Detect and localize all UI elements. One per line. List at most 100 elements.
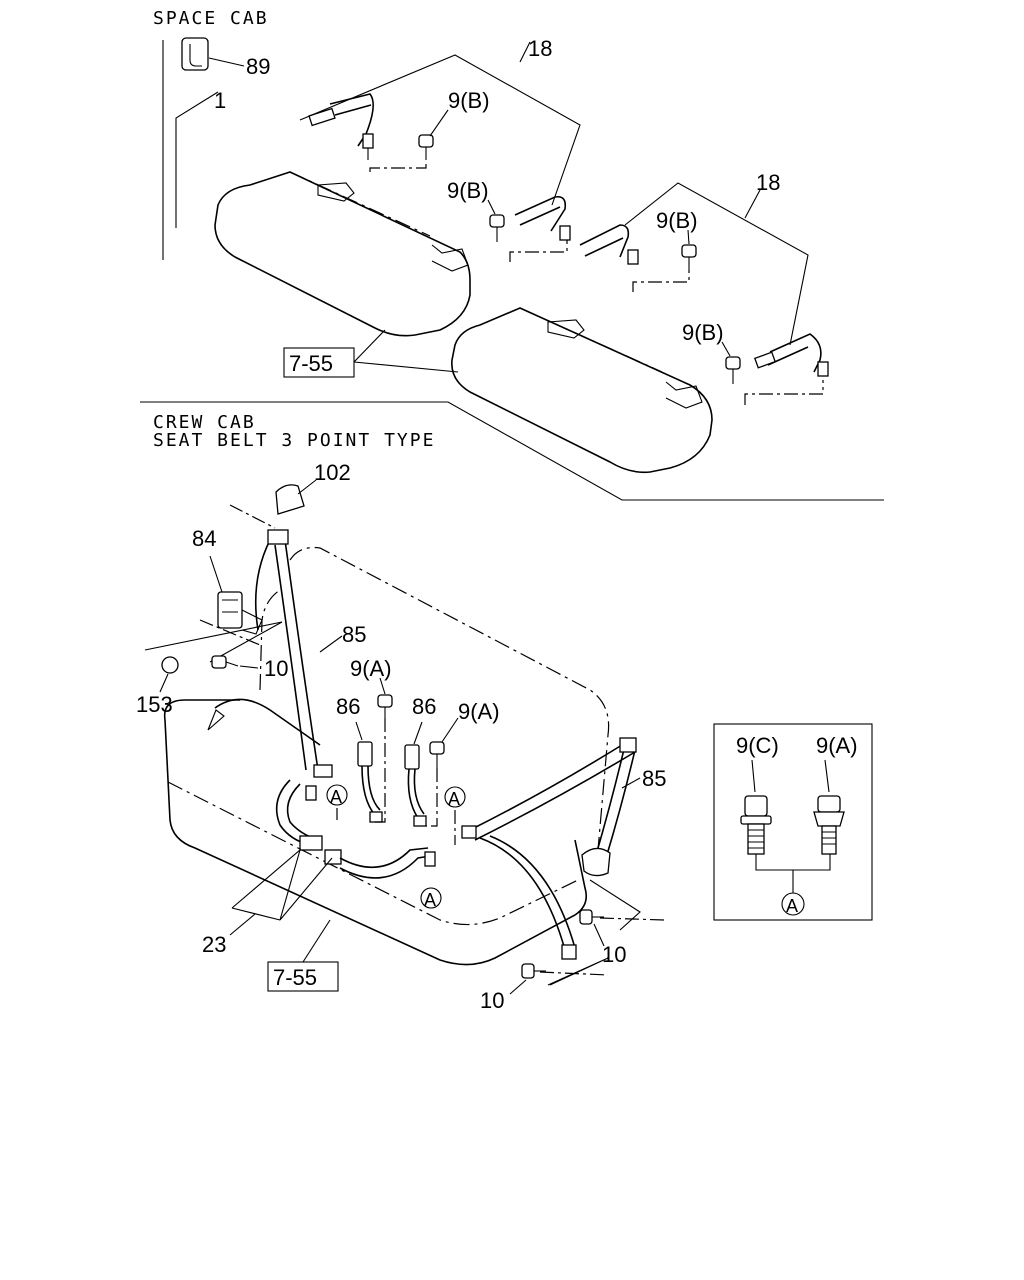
callout-9b-4: 9(B) <box>682 320 724 345</box>
bolt-9b-1 <box>418 134 434 160</box>
callout-leader-10-right-upper <box>593 923 605 947</box>
crew-lap-belt-center <box>275 779 436 879</box>
callout-84: 84 <box>192 526 216 551</box>
callout-leader-18-left-tick <box>519 41 531 63</box>
callout-86-left: 86 <box>336 694 360 719</box>
callout-10-left: 10 <box>264 656 288 681</box>
retractor-right-bracket <box>589 879 641 931</box>
callout-leader-18-right <box>624 182 809 346</box>
cap-dash-axis <box>229 504 276 529</box>
crew-belt-85-left <box>254 529 333 778</box>
inset-bolt-variants: 9(C) 9(A) A <box>713 723 873 921</box>
bolt-pair-dashline-2 <box>509 240 568 262</box>
ref-top-leader-b <box>353 361 459 373</box>
space-cab-belt-middle <box>514 195 571 241</box>
crew-cab-heading: CREW CAB <box>153 412 256 433</box>
part-86-buckle-left <box>357 741 383 823</box>
crew-cab-subheading: SEAT BELT 3 POINT TYPE <box>153 430 435 451</box>
callout-9b-2: 9(B) <box>447 178 489 203</box>
bolt-pair-dashline-1 <box>369 160 427 172</box>
part-86-buckle-right <box>404 744 427 827</box>
inset-leader-9c <box>751 759 756 793</box>
bolt-9a-1 <box>377 694 393 718</box>
bolt-9a-2 <box>429 741 445 768</box>
callout-leader-153 <box>159 673 169 693</box>
mark-a-1-text: A <box>330 787 342 807</box>
retractor-bracket-lines <box>144 621 283 663</box>
crew-belt-85-right <box>461 737 637 960</box>
callout-1: 1 <box>214 88 226 113</box>
inset-leader-9a <box>824 759 830 793</box>
callout-leader-86-left <box>355 721 363 741</box>
ref-7-55-bottom: 7-55 <box>273 965 317 990</box>
bolt-9b-2 <box>489 214 505 242</box>
callout-10-right-upper: 10 <box>602 942 626 967</box>
inset-bolt-9a <box>813 795 845 855</box>
callout-23: 23 <box>202 932 226 957</box>
part-84-retractor <box>217 591 263 635</box>
space-cab-belt-right-lower <box>753 333 829 377</box>
ref-top-leader-a <box>353 329 386 363</box>
callout-leader-18-left <box>299 54 581 206</box>
callout-leader-1 <box>175 91 219 228</box>
callout-leader-18-right-tick <box>744 189 761 219</box>
callout-leader-9b-4 <box>721 341 731 357</box>
crew-lap-belt-left <box>207 698 321 746</box>
callout-86-right: 86 <box>412 694 436 719</box>
inset-group-bracket <box>755 854 831 871</box>
callout-89: 89 <box>246 54 270 79</box>
callout-85-left: 85 <box>342 622 366 647</box>
ref-bottom-leader <box>302 919 331 963</box>
callout-18-right: 18 <box>756 170 780 195</box>
callout-leader-23-fan <box>231 848 333 921</box>
callout-9a-1: 9(A) <box>350 656 392 681</box>
bolt-right-upper-dash <box>599 917 666 921</box>
mark-a-2: A <box>444 786 466 809</box>
bolt-9b-4 <box>725 356 741 384</box>
part-89-clip <box>181 37 209 71</box>
inset-frame <box>713 723 873 921</box>
mark-a-2-text: A <box>448 789 460 809</box>
retractor-dash-axis <box>199 619 261 646</box>
inset-mark-a: A <box>786 896 798 916</box>
part-10-bolt-right-lower <box>521 963 546 979</box>
ref-7-55-top: 7-55 <box>289 351 333 376</box>
part-10-bolt-right-upper <box>579 909 604 925</box>
part-10-bolt-left <box>211 655 239 669</box>
callout-leader-9b-2 <box>487 199 496 215</box>
callout-leader-10-left <box>239 665 259 669</box>
callout-leader-84 <box>209 555 223 593</box>
space-cab-belt-right-upper <box>579 224 639 265</box>
bolt-right-lower-bracket <box>547 957 609 986</box>
bolt-pair-dashline-4 <box>744 380 824 405</box>
buckle-dashline-right <box>426 768 438 827</box>
callout-leader-9b-1 <box>429 109 449 137</box>
callout-leader-9b-3 <box>687 229 690 245</box>
callout-leader-10-right-lower <box>509 979 527 995</box>
callout-85-right: 85 <box>642 766 666 791</box>
bolt-pair-dashline-3 <box>632 270 690 292</box>
callout-leader-9a-2 <box>441 717 459 743</box>
buckle-dashline-left <box>375 718 386 823</box>
space-cab-heading: SPACE CAB <box>153 8 269 29</box>
callout-leader-9a-1 <box>379 677 386 695</box>
part-102-cap <box>275 484 305 515</box>
callout-leader-86-right <box>413 721 423 745</box>
callout-leader-85-right <box>621 777 641 789</box>
crew-cab-seat-cushion <box>163 699 588 966</box>
space-cab-seat-left <box>214 171 471 337</box>
callout-9b-1: 9(B) <box>448 88 490 113</box>
section-separator <box>140 401 884 501</box>
callout-102: 102 <box>314 460 351 485</box>
part-153-cap <box>161 656 179 674</box>
inset-bolt-9c <box>740 795 772 855</box>
space-cab-seat-right <box>451 307 713 474</box>
mark-a-3-text: A <box>424 890 436 910</box>
space-cab-belt-left <box>308 93 374 160</box>
callout-leader-23-base <box>231 907 281 921</box>
bolt-9b-3 <box>681 244 697 270</box>
inset-label-9a: 9(A) <box>816 733 858 758</box>
mark-a-3: A <box>420 887 442 910</box>
callout-9b-3: 9(B) <box>656 208 698 233</box>
